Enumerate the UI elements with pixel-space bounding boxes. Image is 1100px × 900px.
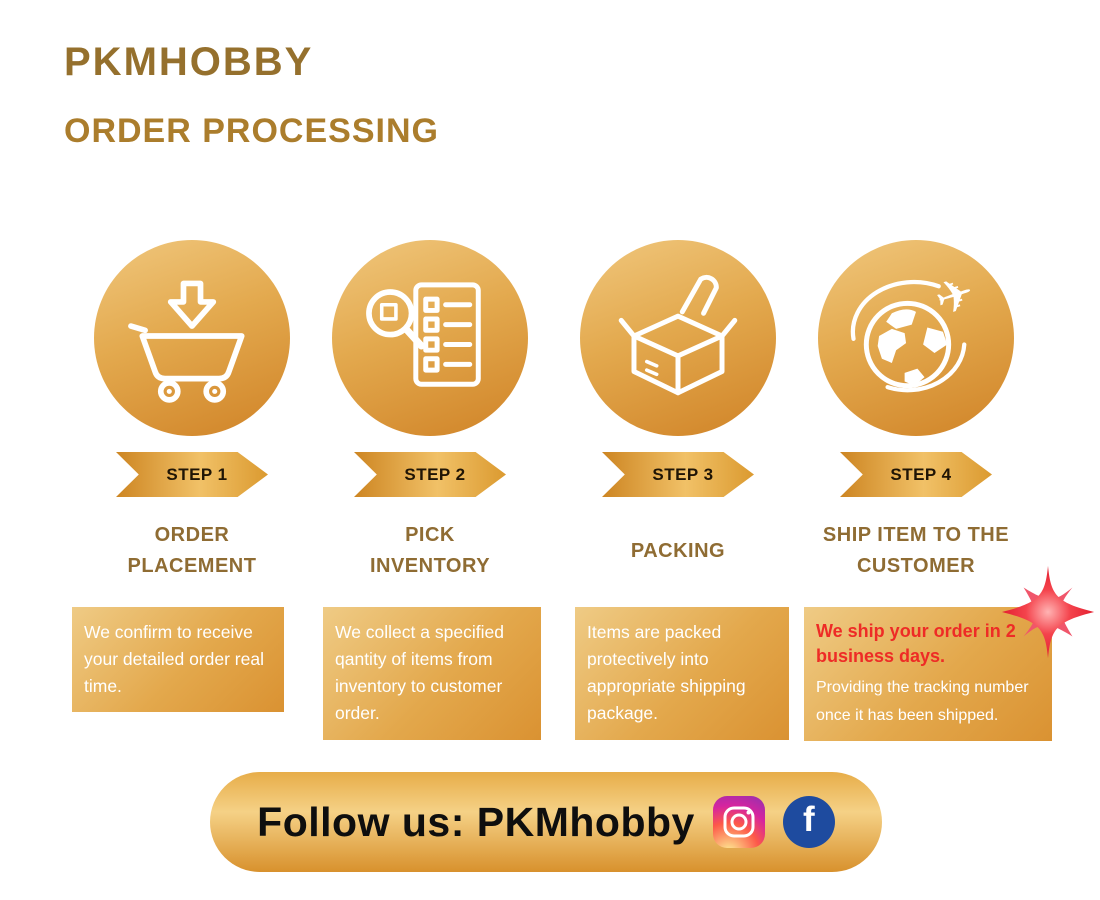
step-circle (94, 240, 290, 436)
packing-box-icon (607, 265, 749, 412)
page-title: ORDER PROCESSING (64, 112, 439, 150)
step-title: PACKING (630, 539, 726, 562)
footer-banner: Follow us: PKMhobby f (210, 772, 882, 872)
step-title: SHIP ITEM TO THE CUSTOMER (822, 524, 1010, 577)
step-description: We collect a specified qantity of items … (323, 607, 541, 740)
step-badge: STEP 4 (840, 452, 992, 497)
globe-plane-icon: ✈ (845, 265, 987, 412)
tracking-note: Providing the tracking number once it ha… (816, 679, 1029, 725)
step-column-4: ✈ STEP 4 SHIP ITEM TO THE CUSTOMER We sh… (796, 240, 1052, 741)
instagram-icon[interactable] (712, 796, 765, 848)
step-title: PICK INVENTORY (369, 524, 491, 577)
step-column-1: STEP 1 ORDER PLACEMENT We confirm to rec… (72, 240, 312, 713)
step-circle: ✈ (818, 240, 1014, 436)
step-badge: STEP 3 (602, 452, 754, 497)
ship-time-highlight: We ship your order in 2 business days. (816, 621, 1016, 667)
step-column-2: STEP 2 PICK INVENTORY We collect a speci… (310, 240, 550, 740)
step-description: We ship your order in 2 business days. P… (804, 607, 1052, 741)
step-circle (580, 240, 776, 436)
step-badge: STEP 1 (116, 452, 268, 497)
step-description: Items are packed protectively into appro… (575, 607, 789, 740)
step-column-3: STEP 3 PACKING Items are packed protecti… (558, 240, 798, 740)
brand-title: PKMHOBBY (64, 40, 314, 84)
step-title: ORDER PLACEMENT (127, 524, 257, 577)
pick-inventory-icon (359, 265, 501, 412)
starburst-icon (1000, 564, 1096, 660)
step-circle (332, 240, 528, 436)
cart-download-icon (121, 265, 263, 412)
step-description: We confirm to receive your detailed orde… (72, 607, 284, 713)
follow-us-text: Follow us: PKMhobby (257, 798, 695, 845)
step-badge: STEP 2 (354, 452, 506, 497)
facebook-icon[interactable]: f (782, 796, 835, 848)
